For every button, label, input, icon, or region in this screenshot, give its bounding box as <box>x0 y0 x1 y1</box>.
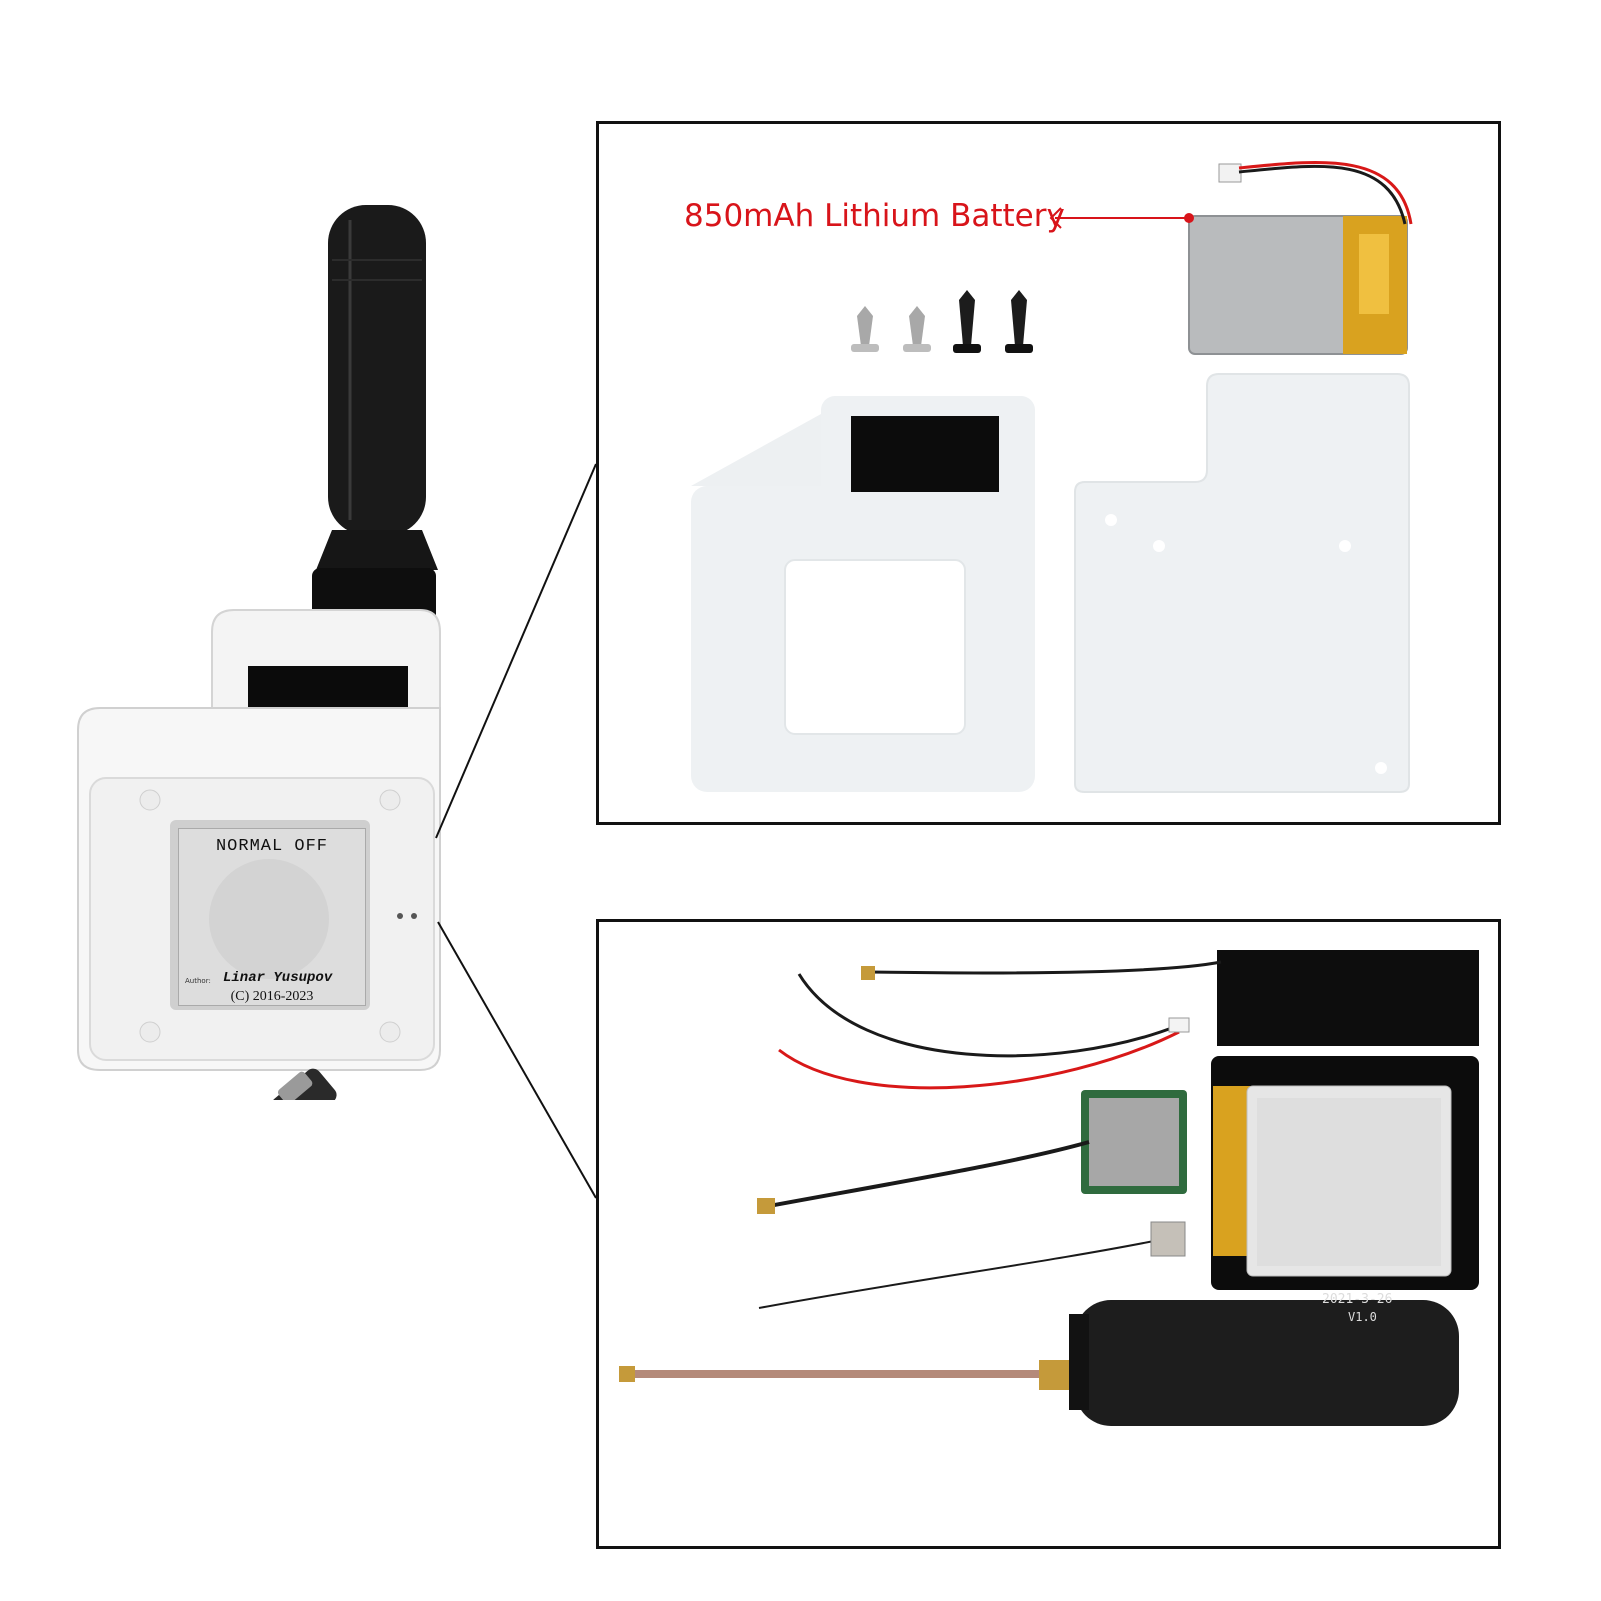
pcb-date-label: 2021-3-26 <box>1322 1292 1393 1307</box>
screen-copyright: (C) 2016-2023 <box>230 989 314 1004</box>
components-illustration <box>619 950 1479 1426</box>
screen-author-name: Linar Yusupov <box>223 970 333 986</box>
battery-icon <box>1188 161 1413 355</box>
battery-label: 850mAh Lithium Battery <box>684 198 1065 234</box>
screen-author-tag: Author: <box>185 977 211 985</box>
components-panel <box>596 919 1501 1549</box>
screen-circle <box>209 859 329 979</box>
accessories-panel <box>596 121 1501 825</box>
pcb-version-label: V1.0 <box>1348 1310 1377 1324</box>
gps-module-icon <box>1081 1090 1187 1194</box>
screw-icon <box>851 290 1033 353</box>
usb-cable-icon <box>271 1068 337 1100</box>
screen-status-text: NORMAL OFF <box>215 837 329 856</box>
eink-screen: NORMAL OFF Author: Linar Yusupov (C) 201… <box>178 828 366 1006</box>
accessories-illustration <box>691 161 1413 793</box>
